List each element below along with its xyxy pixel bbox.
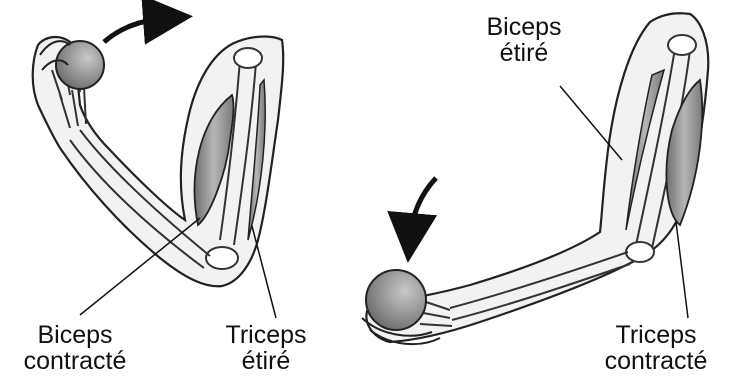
label-triceps-contracte: Triceps contracté bbox=[578, 322, 734, 374]
flexed-arm bbox=[33, 18, 283, 318]
extended-hand-ball bbox=[366, 270, 426, 330]
leader-triceps-contracte bbox=[676, 222, 688, 318]
flexed-hand-ball bbox=[56, 41, 104, 89]
label-triceps-contracte-line2: contracté bbox=[578, 348, 734, 374]
label-biceps-etire-line1: Biceps bbox=[462, 14, 586, 40]
flexion-arrow bbox=[104, 18, 168, 42]
label-biceps-etire: Biceps étiré bbox=[462, 14, 586, 66]
label-triceps-etire: Triceps étiré bbox=[196, 322, 336, 374]
label-biceps-contracte: Biceps contracté bbox=[0, 322, 150, 374]
label-triceps-etire-line1: Triceps bbox=[196, 322, 336, 348]
leader-triceps-etire bbox=[252, 226, 276, 318]
label-biceps-contracte-line2: contracté bbox=[0, 348, 150, 374]
label-triceps-contracte-line1: Triceps bbox=[578, 322, 734, 348]
label-biceps-etire-line2: étiré bbox=[462, 40, 586, 66]
extended-shoulder-joint bbox=[668, 35, 696, 55]
extension-arrow bbox=[410, 178, 436, 238]
label-biceps-contracte-line1: Biceps bbox=[0, 322, 150, 348]
flexed-shoulder-joint bbox=[234, 48, 262, 68]
flexed-elbow-joint bbox=[206, 247, 238, 269]
extended-elbow-joint bbox=[626, 242, 654, 262]
label-triceps-etire-line2: étiré bbox=[196, 348, 336, 374]
